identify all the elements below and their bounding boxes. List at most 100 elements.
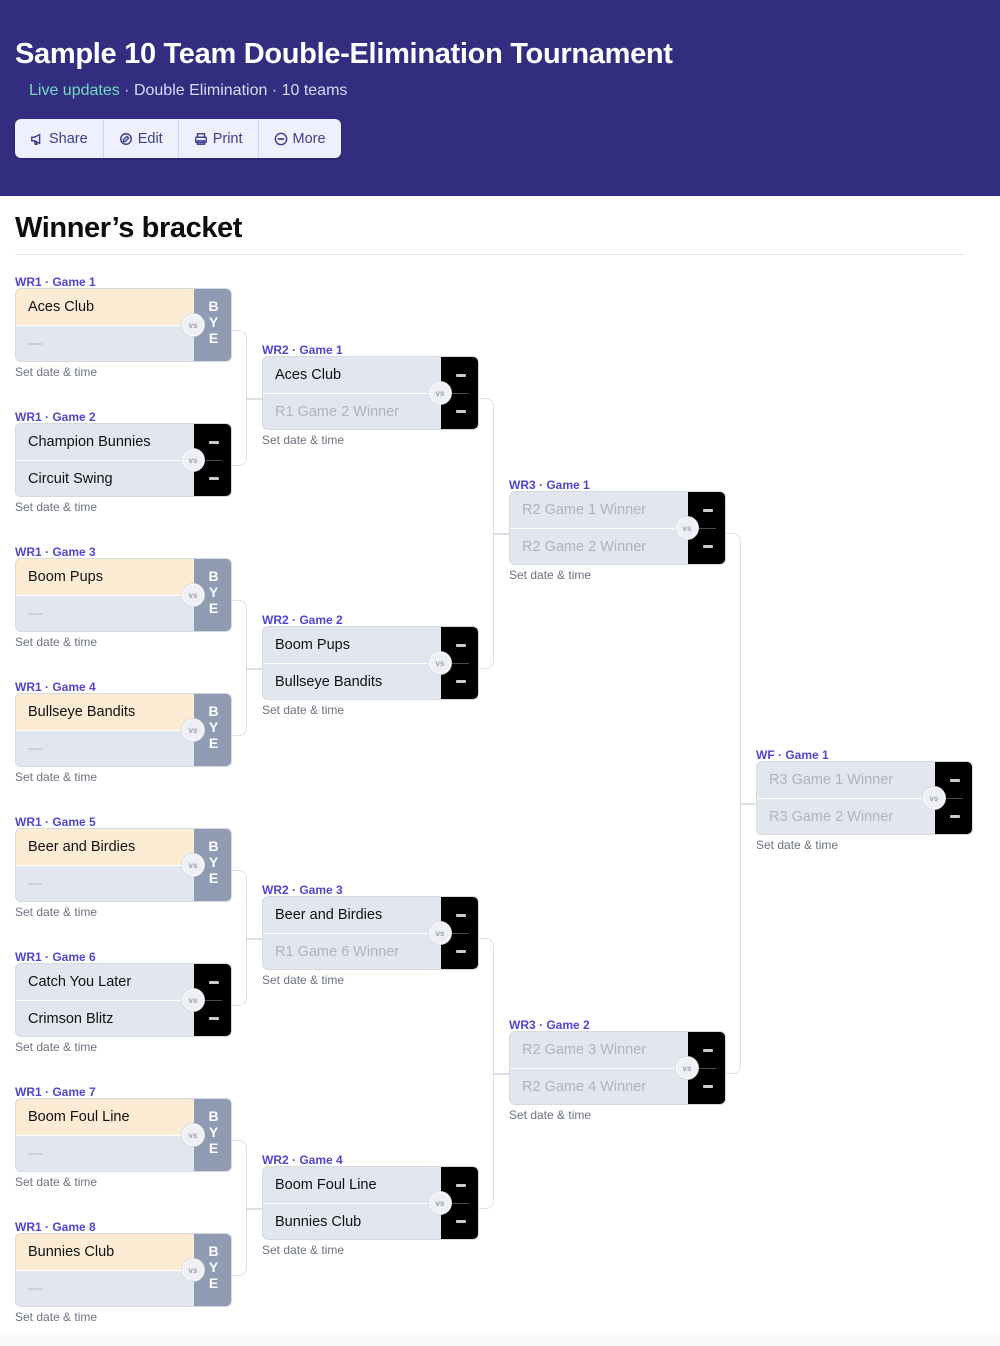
team-slot-top[interactable]: R3 Game 1 Winner: [769, 772, 894, 788]
edit-button[interactable]: Edit: [104, 119, 179, 158]
team-slot-bottom[interactable]: R1 Game 2 Winner: [275, 404, 400, 420]
team-slot-top[interactable]: Bunnies Club: [16, 1234, 194, 1270]
set-date-link[interactable]: Set date & time: [15, 1040, 98, 1054]
team-slot-top[interactable]: R2 Game 1 Winner: [522, 502, 647, 518]
vs-badge: vs: [923, 787, 945, 809]
team-slot-bottom[interactable]: Bullseye Bandits: [275, 674, 383, 690]
match-card[interactable]: Boom Foul Line Bunnies Club vs: [262, 1166, 479, 1240]
team-slot-top[interactable]: Catch You Later: [28, 974, 132, 990]
live-updates-link[interactable]: Live updates: [29, 82, 120, 99]
score-bottom[interactable]: [456, 680, 466, 683]
team-slot-bottom[interactable]: R2 Game 2 Winner: [522, 539, 647, 555]
set-date-link[interactable]: Set date & time: [15, 365, 98, 379]
score-divider: [441, 1203, 469, 1204]
team-slot-top[interactable]: Champion Bunnies: [28, 434, 151, 450]
print-button[interactable]: Print: [179, 119, 259, 158]
team-slot-top[interactable]: Aces Club: [16, 289, 194, 325]
team-slot-top[interactable]: Boom Foul Line: [16, 1099, 194, 1135]
team-slot-bottom[interactable]: R1 Game 6 Winner: [275, 944, 400, 960]
team-slot-bottom[interactable]: Bunnies Club: [275, 1214, 362, 1230]
team-slot-top[interactable]: Beer and Birdies: [16, 829, 194, 865]
more-button[interactable]: More: [259, 119, 341, 158]
set-date-link[interactable]: Set date & time: [509, 1108, 592, 1122]
team-slot-bottom[interactable]: —: [28, 606, 43, 622]
vs-badge: vs: [182, 314, 204, 336]
match-label: WR1 · Game 2: [15, 410, 96, 424]
score-top[interactable]: [456, 644, 466, 647]
score-bottom[interactable]: [703, 545, 713, 548]
team-slot-top[interactable]: Boom Foul Line: [275, 1177, 377, 1193]
set-date-link[interactable]: Set date & time: [15, 500, 98, 514]
match-label: WR1 · Game 5: [15, 815, 96, 829]
score-top[interactable]: [456, 374, 466, 377]
match-card[interactable]: R2 Game 1 Winner R2 Game 2 Winner vs: [509, 491, 726, 565]
team-slot-top[interactable]: Beer and Birdies: [275, 907, 383, 923]
printer-icon: [194, 132, 207, 145]
team-slot-bottom[interactable]: Crimson Blitz: [28, 1011, 114, 1027]
team-slot-top[interactable]: Bullseye Bandits: [16, 694, 194, 730]
set-date-link[interactable]: Set date & time: [756, 838, 839, 852]
team-slot-bottom[interactable]: R3 Game 2 Winner: [769, 809, 894, 825]
score-bottom[interactable]: [209, 1017, 219, 1020]
slot-divider: [16, 865, 194, 866]
score-bottom[interactable]: [703, 1085, 713, 1088]
set-date-link[interactable]: Set date & time: [15, 1175, 98, 1189]
score-top[interactable]: [456, 914, 466, 917]
set-date-link[interactable]: Set date & time: [509, 568, 592, 582]
team-slot-bottom[interactable]: Circuit Swing: [28, 471, 113, 487]
score-divider: [194, 1000, 222, 1001]
set-date-link[interactable]: Set date & time: [262, 433, 345, 447]
score-top[interactable]: [950, 779, 960, 782]
set-date-link[interactable]: Set date & time: [262, 973, 345, 987]
set-date-link[interactable]: Set date & time: [15, 770, 98, 784]
team-slot-top[interactable]: R2 Game 3 Winner: [522, 1042, 647, 1058]
score-top[interactable]: [456, 1184, 466, 1187]
match-label: WR1 · Game 7: [15, 1085, 96, 1099]
set-date-link[interactable]: Set date & time: [262, 1243, 345, 1257]
match-card[interactable]: Beer and Birdies R1 Game 6 Winner vs: [262, 896, 479, 970]
match-card[interactable]: Boom Pups Bullseye Bandits vs: [262, 626, 479, 700]
match-card[interactable]: R3 Game 1 Winner R3 Game 2 Winner vs: [756, 761, 973, 835]
score-top[interactable]: [209, 981, 219, 984]
match-card[interactable]: R2 Game 3 Winner R2 Game 4 Winner vs: [509, 1031, 726, 1105]
match-card[interactable]: Catch You Later Crimson Blitz vs: [15, 963, 232, 1037]
team-slot-top[interactable]: Boom Pups: [275, 637, 350, 653]
share-button[interactable]: Share: [15, 119, 104, 158]
more-label: More: [292, 130, 326, 147]
match-card[interactable]: Champion Bunnies Circuit Swing vs: [15, 423, 232, 497]
slot-divider: [16, 325, 194, 326]
score-bottom[interactable]: [209, 477, 219, 480]
score-top[interactable]: [209, 441, 219, 444]
match-label: WR2 · Game 1: [262, 343, 343, 357]
set-date-link[interactable]: Set date & time: [15, 1310, 98, 1324]
score-bottom[interactable]: [456, 1220, 466, 1223]
match-card[interactable]: Aces Club R1 Game 2 Winner vs: [262, 356, 479, 430]
score-divider: [935, 798, 963, 799]
team-slot-bottom[interactable]: —: [28, 1281, 43, 1297]
set-date-link[interactable]: Set date & time: [15, 635, 98, 649]
team-slot-bottom[interactable]: —: [28, 741, 43, 757]
team-slot-bottom[interactable]: R2 Game 4 Winner: [522, 1079, 647, 1095]
set-date-link[interactable]: Set date & time: [262, 703, 345, 717]
team-slot-bottom[interactable]: —: [28, 1146, 43, 1162]
team-slot-bottom[interactable]: —: [28, 336, 43, 352]
team-slot-top[interactable]: Aces Club: [275, 367, 342, 383]
megaphone-icon: [31, 132, 41, 145]
score-bottom[interactable]: [456, 410, 466, 413]
score-top[interactable]: [703, 509, 713, 512]
set-date-link[interactable]: Set date & time: [15, 905, 98, 919]
match-label: WR1 · Game 4: [15, 680, 96, 694]
team-slot-top[interactable]: Boom Pups: [16, 559, 194, 595]
score-bottom[interactable]: [456, 950, 466, 953]
vs-badge: vs: [182, 449, 204, 471]
team-slot-bottom[interactable]: —: [28, 876, 43, 892]
score-top[interactable]: [703, 1049, 713, 1052]
score-bottom[interactable]: [950, 815, 960, 818]
